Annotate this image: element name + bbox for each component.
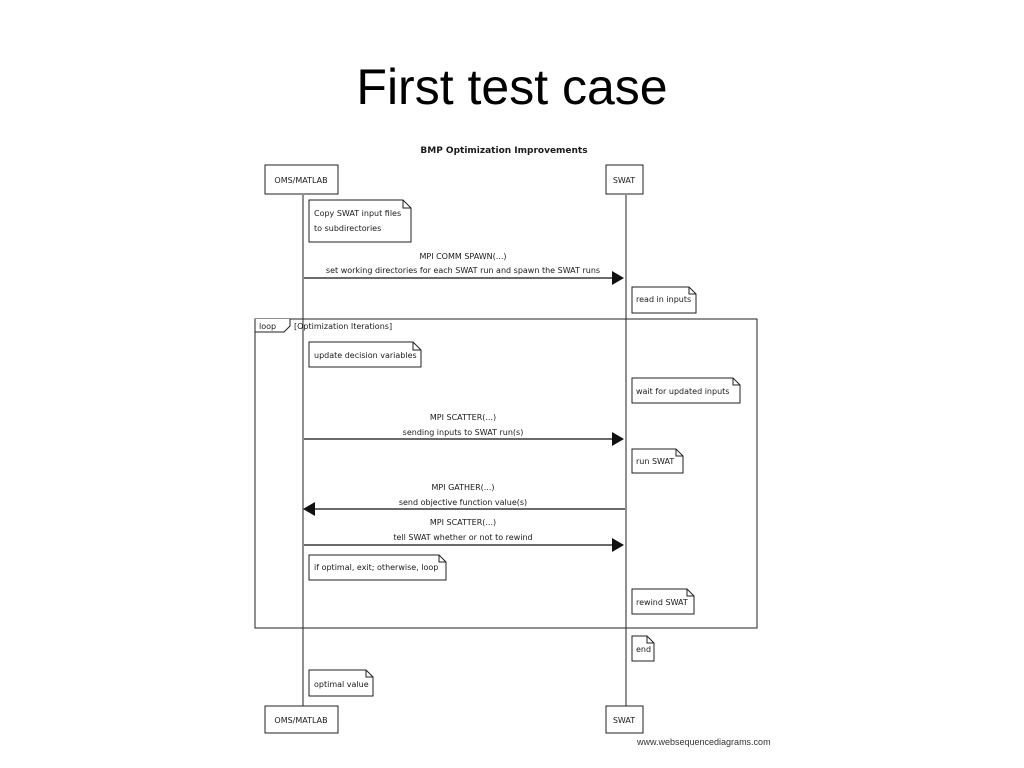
message-gather: MPI GATHER(...) send objective function … bbox=[303, 483, 625, 516]
loop-tag: loop bbox=[259, 322, 276, 331]
note-label: optimal value bbox=[314, 680, 369, 689]
websequencediagrams-credit: www.websequencediagrams.com bbox=[637, 737, 771, 747]
diagram-title: BMP Optimization Improvements bbox=[420, 146, 587, 156]
note-label: if optimal, exit; otherwise, loop bbox=[314, 563, 438, 572]
note-wait-inputs: wait for updated inputs bbox=[631, 377, 741, 404]
message-label-2: sending inputs to SWAT run(s) bbox=[403, 428, 524, 437]
note-if-optimal: if optimal, exit; otherwise, loop bbox=[308, 554, 447, 581]
message-label-2: tell SWAT whether or not to rewind bbox=[393, 533, 532, 542]
note-end: end bbox=[631, 635, 655, 662]
message-label-1: MPI SCATTER(...) bbox=[430, 518, 496, 527]
note-label: rewind SWAT bbox=[636, 598, 688, 607]
actor-oms-matlab-bottom: OMS/MATLAB bbox=[264, 705, 339, 734]
actor-label: OMS/MATLAB bbox=[274, 176, 327, 185]
message-label-2: send objective function value(s) bbox=[399, 498, 527, 507]
note-label: run SWAT bbox=[636, 457, 674, 466]
note-run-swat: run SWAT bbox=[631, 448, 684, 474]
note-label: update decision variables bbox=[314, 351, 417, 360]
note-label: end bbox=[636, 645, 651, 654]
message-label-1: MPI COMM SPAWN(...) bbox=[419, 252, 506, 261]
message-label-1: MPI SCATTER(...) bbox=[430, 413, 496, 422]
loop-condition: [Optimization Iterations] bbox=[294, 322, 392, 331]
note-line-2: to subdirectories bbox=[314, 224, 381, 233]
slide-title: First test case bbox=[356, 59, 668, 115]
actor-swat-top: SWAT bbox=[605, 164, 644, 195]
actor-label: SWAT bbox=[613, 716, 635, 725]
note-read-inputs: read in inputs bbox=[631, 286, 697, 314]
actor-label: OMS/MATLAB bbox=[274, 716, 327, 725]
message-spawn: MPI COMM SPAWN(...) set working director… bbox=[304, 252, 624, 285]
note-rewind-swat: rewind SWAT bbox=[631, 588, 695, 615]
message-label-2: set working directories for each SWAT ru… bbox=[326, 266, 600, 275]
actor-swat-bottom: SWAT bbox=[605, 705, 644, 734]
message-scatter-2: MPI SCATTER(...) tell SWAT whether or no… bbox=[304, 518, 624, 552]
loop-frame: loop [Optimization Iterations] bbox=[254, 318, 758, 629]
actor-oms-matlab-top: OMS/MATLAB bbox=[264, 164, 339, 195]
note-copy-files: Copy SWAT input files to subdirectories bbox=[308, 199, 412, 243]
message-scatter-1: MPI SCATTER(...) sending inputs to SWAT … bbox=[304, 413, 624, 446]
note-label: wait for updated inputs bbox=[636, 387, 729, 396]
note-optimal-value: optimal value bbox=[308, 669, 374, 697]
actor-label: SWAT bbox=[613, 176, 635, 185]
message-label-1: MPI GATHER(...) bbox=[431, 483, 494, 492]
note-update-variables: update decision variables bbox=[308, 341, 422, 368]
note-label: read in inputs bbox=[636, 295, 691, 304]
note-line-1: Copy SWAT input files bbox=[314, 209, 401, 218]
